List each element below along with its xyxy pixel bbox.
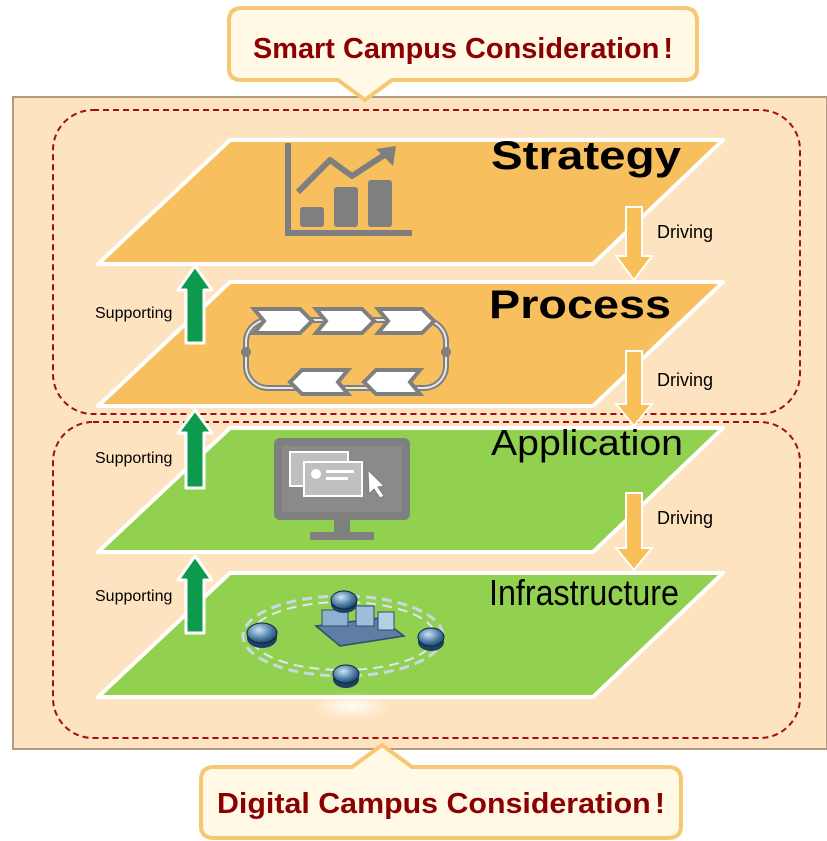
layer-label-infrastructure: Infrastructure [489, 572, 679, 613]
bottom-callout: Digital Campus Consideration! [199, 742, 683, 840]
supporting-arrow-1 [176, 264, 214, 345]
svg-text:Smart Campus Consideration!: Smart Campus Consideration! [253, 33, 673, 65]
digital-campus-group-border [52, 421, 801, 739]
supporting-arrow-2 [176, 408, 214, 490]
layer-process: Process [96, 280, 725, 408]
top-callout-text: Smart Campus Consideration [253, 33, 659, 65]
bar-chart-trend-icon [285, 143, 412, 236]
supporting-label-3: Supporting [95, 588, 172, 605]
smart-campus-group-border [52, 109, 801, 415]
layer-label-application: Application [491, 422, 683, 463]
driving-arrow-2 [613, 350, 655, 428]
bottom-callout-mark: ! [655, 788, 665, 820]
layer-strategy: Strategy [96, 134, 725, 266]
driving-label-1: Driving [657, 222, 713, 242]
bottom-callout-text: Digital Campus Consideration [217, 788, 651, 820]
svg-text:Digital Campus Consideration!: Digital Campus Consideration! [217, 788, 665, 820]
layer-infrastructure: Infrastructure [96, 571, 725, 720]
top-callout: Smart Campus Consideration! [227, 6, 699, 103]
layer-label-process: Process [489, 283, 671, 327]
network-infrastructure-icon [241, 590, 445, 720]
supporting-arrow-3 [176, 554, 214, 635]
supporting-label-1: Supporting [95, 305, 172, 322]
driving-label-3: Driving [657, 508, 713, 528]
monitor-application-icon [274, 438, 410, 540]
supporting-label-2: Supporting [95, 450, 172, 467]
top-callout-mark: ! [663, 33, 673, 65]
layer-application: Application [96, 422, 725, 554]
process-cycle-icon [241, 307, 451, 396]
driving-arrow-1 [614, 206, 654, 282]
driving-arrow-3 [613, 492, 655, 572]
driving-label-2: Driving [657, 370, 713, 390]
layer-label-strategy: Strategy [491, 134, 682, 178]
